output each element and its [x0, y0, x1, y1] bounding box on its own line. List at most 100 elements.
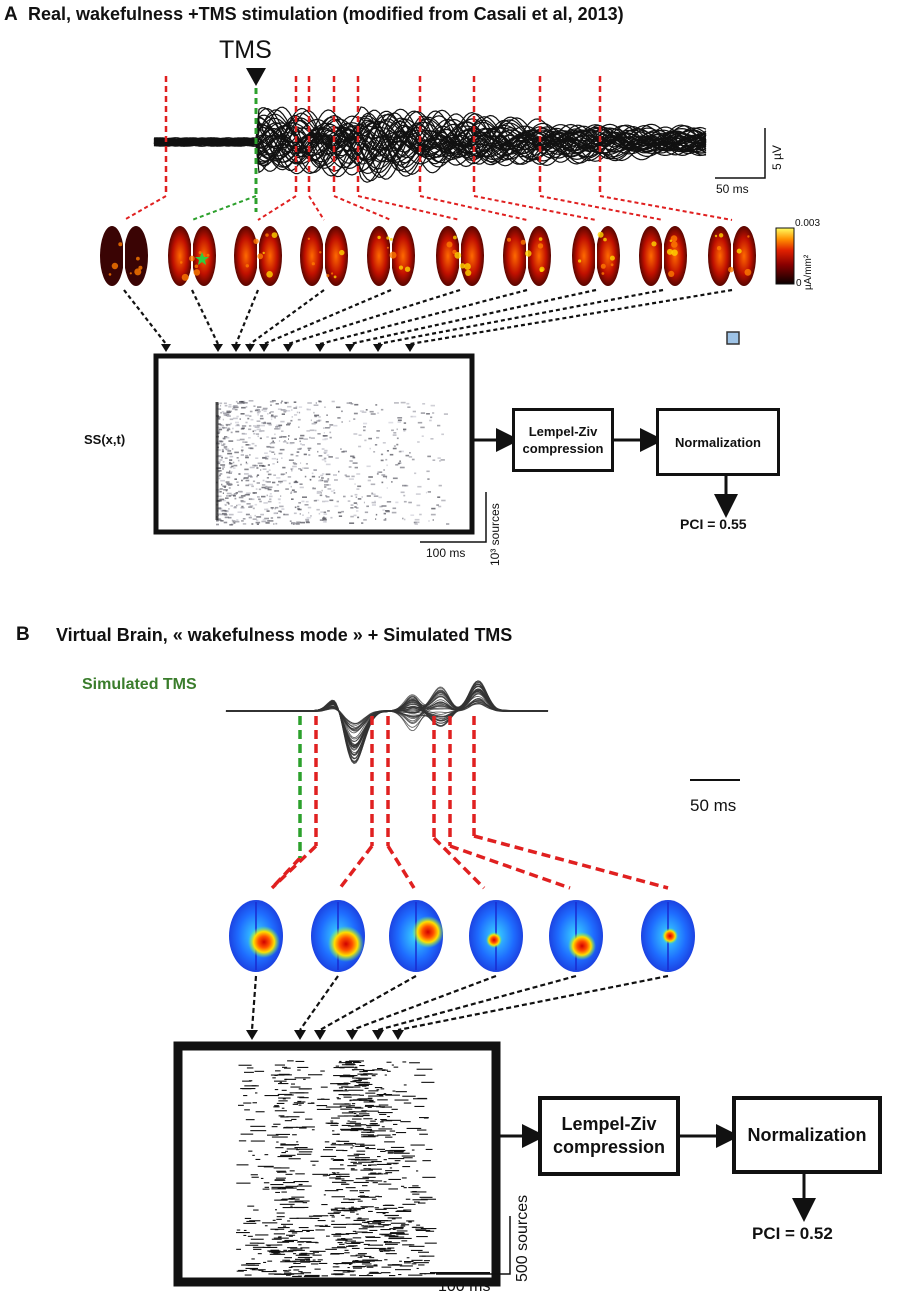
- eeg-trace: [226, 702, 549, 724]
- pci-value-simulated: PCI = 0.52: [752, 1224, 833, 1243]
- marker-connector: [419, 195, 528, 221]
- marker-connector: [308, 195, 325, 221]
- tms-arrow-icon: [246, 68, 266, 86]
- dashed-arrow: [250, 975, 258, 1031]
- cortical-map-simulated: [229, 900, 283, 972]
- matrix-sources-scale-simulated: 500 sources: [514, 1194, 531, 1282]
- marker-connector: [539, 195, 664, 221]
- dashed-arrow: [319, 288, 528, 346]
- marker-connector: [333, 195, 392, 221]
- matrix-sources-scale-real: 10³ sources: [488, 503, 502, 566]
- eeg-trace: [226, 698, 549, 731]
- cortical-map-simulated: [311, 900, 365, 972]
- dashed-arrow: [263, 288, 392, 346]
- arrow-head-icon: [245, 344, 255, 352]
- arrow-head-icon: [259, 344, 269, 352]
- arrow-head-icon: [345, 344, 355, 352]
- cortical-map-simulated: [549, 900, 603, 972]
- arrow-head-icon: [246, 1030, 258, 1040]
- latency-markers-simulated: [270, 716, 669, 890]
- scale-voltage-label: 5 µV: [770, 145, 784, 170]
- cortical-map-real: [503, 226, 551, 286]
- marker-connector: [432, 836, 486, 890]
- marker-connector: [449, 844, 571, 890]
- source-matrix-real: [153, 353, 475, 535]
- eeg-trace: [153, 109, 707, 178]
- cortical-map-real: [168, 226, 216, 286]
- marker-connector: [357, 195, 461, 221]
- eeg-trace: [225, 698, 549, 734]
- panel-a-title: Real, wakefulness +TMS stimulation (modi…: [28, 4, 624, 24]
- arrow-head-icon: [346, 1030, 358, 1040]
- lempel-ziv-box-simulated: Lempel-Ziv compression: [538, 1096, 680, 1176]
- arrow-head-icon: [314, 1030, 326, 1040]
- cortical-map-simulated: [469, 900, 523, 972]
- colorbar-unit-label: µA/mm²: [803, 254, 814, 290]
- cortical-map-real: [436, 226, 484, 286]
- arrow-head-icon: [392, 1030, 404, 1040]
- source-matrix-simulated: [173, 1041, 501, 1287]
- dashed-arrow: [397, 974, 669, 1032]
- marker-connector: [257, 195, 297, 221]
- cortical-map-real: [708, 226, 756, 286]
- dashed-arrow: [409, 288, 733, 346]
- normalization-box-real: Normalization: [656, 408, 780, 476]
- matrix-time-scale-simulated: 100 ms: [438, 1278, 491, 1295]
- marker-connector: [473, 195, 597, 221]
- arrow-head-icon: [373, 344, 383, 352]
- eeg-trace: [153, 110, 707, 175]
- dashed-arrow: [287, 288, 461, 346]
- cortical-map-simulated: [641, 900, 695, 972]
- marker-connector: [191, 195, 257, 221]
- colorbar-min-label: 0: [796, 278, 802, 289]
- tms-label: TMS: [219, 36, 272, 64]
- dashed-arrow: [249, 289, 325, 345]
- marker-connector: [123, 195, 167, 221]
- panel-b-graphics: [173, 680, 816, 1287]
- cortical-maps-real: [100, 226, 756, 286]
- normalization-box-simulated: Normalization: [732, 1096, 882, 1174]
- colorbar-max-label: 0.003: [795, 218, 821, 229]
- dashed-arrow: [319, 975, 417, 1031]
- arrow-head-icon: [283, 344, 293, 352]
- marker-connector: [599, 195, 733, 221]
- scale-bar-matrix-simulated: [436, 1216, 511, 1275]
- colorbar: [775, 227, 795, 285]
- panel-b-title: Virtual Brain, « wakefulness mode » + Si…: [56, 625, 513, 645]
- eeg-butterfly-plot-simulated: [225, 680, 549, 765]
- legend-square: [726, 331, 740, 345]
- dashed-arrow: [351, 974, 497, 1032]
- scale-time-label-real: 50 ms: [716, 182, 749, 196]
- matrix-label-real: SS(x,t): [84, 432, 126, 447]
- marker-connector: [270, 856, 302, 890]
- dashed-arrow: [349, 288, 597, 346]
- arrow-head-icon: [315, 344, 325, 352]
- arrow-head-icon: [372, 1030, 384, 1040]
- dashed-arrow: [377, 288, 664, 346]
- matrix-pattern-real: [215, 400, 450, 526]
- eeg-butterfly-plot-real: [153, 106, 707, 183]
- arrow-head-icon: [231, 344, 241, 352]
- marker-connector: [386, 845, 416, 889]
- dashed-arrow: [123, 289, 167, 345]
- marker-connector: [338, 844, 374, 890]
- cortical-map-real: [367, 226, 415, 286]
- arrow-head-icon: [213, 344, 223, 352]
- simulated-tms-label: Simulated TMS: [82, 676, 197, 693]
- scale-time-label-simulated: 50 ms: [690, 796, 737, 815]
- map-to-matrix-arrows-real: [123, 288, 733, 352]
- eeg-trace: [153, 110, 707, 177]
- stimulation-site-star-icon: [195, 252, 209, 265]
- cortical-maps-simulated: [229, 900, 695, 972]
- eeg-trace: [153, 122, 707, 165]
- cortical-map-real: [639, 226, 687, 286]
- cortical-map-real: [572, 226, 620, 286]
- arrow-head-icon: [405, 344, 415, 352]
- matrix-pattern-simulated: [236, 1060, 490, 1278]
- cortical-map-real: [100, 226, 148, 286]
- lempel-ziv-box-real: Lempel-Ziv compression: [512, 408, 614, 472]
- marker-connector: [473, 834, 669, 890]
- dashed-arrow: [234, 289, 260, 345]
- eeg-trace: [153, 114, 707, 168]
- arrow-head-icon: [294, 1030, 306, 1040]
